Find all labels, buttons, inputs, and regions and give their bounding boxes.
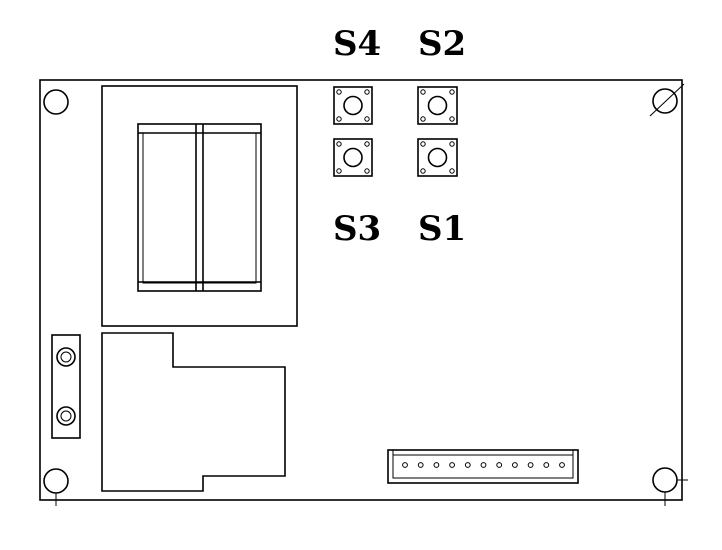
label-s2: S2 bbox=[418, 24, 466, 64]
terminal-screw-bottom bbox=[56, 406, 76, 426]
power-module bbox=[101, 332, 286, 492]
mounting-hole-bottom-left bbox=[43, 468, 69, 506]
transformer bbox=[101, 85, 298, 327]
connector-pin bbox=[543, 462, 550, 468]
terminal-screw-top bbox=[56, 347, 76, 367]
connector-pin bbox=[449, 462, 456, 468]
connector-pin bbox=[417, 462, 424, 468]
mounting-hole-bottom-right bbox=[652, 467, 688, 506]
connector-pins bbox=[402, 462, 565, 468]
label-s1: S1 bbox=[418, 209, 466, 249]
mounting-hole-top-left bbox=[43, 89, 69, 115]
screw-terminal bbox=[51, 334, 81, 439]
board-outline bbox=[39, 79, 683, 501]
connector-pin bbox=[559, 462, 565, 468]
connector-pin bbox=[464, 462, 471, 468]
switch-s1[interactable] bbox=[417, 138, 458, 177]
connector-pin bbox=[527, 462, 534, 468]
connector-pin bbox=[433, 462, 440, 468]
pin-header-connector bbox=[387, 449, 579, 484]
label-s4: S4 bbox=[333, 24, 381, 64]
label-s3: S3 bbox=[333, 209, 381, 249]
switch-s4[interactable] bbox=[333, 86, 373, 125]
connector-pin bbox=[402, 462, 408, 468]
connector-pin bbox=[512, 462, 518, 468]
switch-s3[interactable] bbox=[333, 138, 373, 177]
mounting-hole-top-right bbox=[649, 83, 685, 117]
connector-pin bbox=[480, 462, 487, 468]
switch-s2[interactable] bbox=[417, 86, 458, 125]
connector-pin bbox=[496, 462, 503, 468]
